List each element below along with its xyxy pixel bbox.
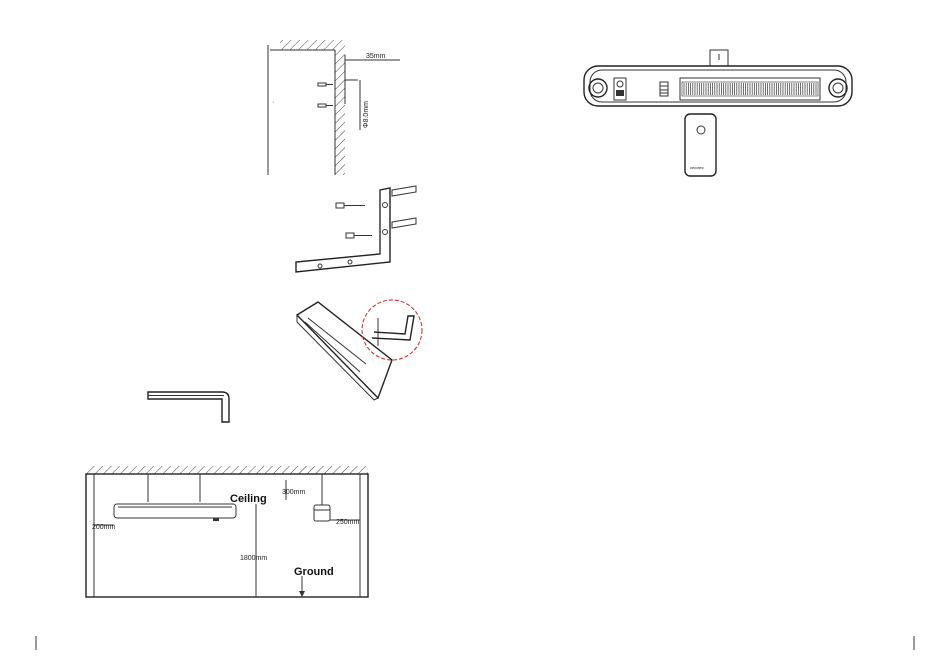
- ground-label: Ground: [294, 566, 334, 578]
- indicator-lights-icon: [660, 82, 668, 96]
- dim-top-clearance: 300mm: [282, 489, 306, 496]
- heater-attachment-diagram: [297, 300, 422, 400]
- svg-text:·: ·: [272, 99, 274, 106]
- control-panel-icon: [614, 78, 626, 100]
- installation-distance-diagram: 200mm 300mm 250mm 1800mm Ceiling Ground: [86, 466, 368, 597]
- wall-drilling-detail: 35mm Φ8.0mm ·: [268, 40, 400, 175]
- remote-brand-label: cecotec: [690, 165, 704, 170]
- heater-side-view: [314, 505, 330, 521]
- heating-grille: [680, 78, 820, 100]
- dim-hole-diameter: Φ8.0mm: [363, 101, 370, 128]
- dim-left-clearance: 200mm: [92, 524, 116, 531]
- heater-product-illustration: [584, 50, 852, 106]
- wall-anchor-icon: [392, 186, 416, 228]
- mounting-bracket-diagram: [296, 186, 416, 272]
- dim-35mm: 35mm: [366, 53, 386, 60]
- power-button-icon: [697, 126, 705, 134]
- heater-front-view: [114, 504, 236, 521]
- hex-key-icon: [148, 392, 229, 422]
- bolt-icon: [336, 203, 372, 238]
- dim-right-clearance: 250mm: [336, 519, 360, 526]
- ceiling-label: Ceiling: [230, 493, 267, 505]
- dim-floor-height: 1800mm: [240, 555, 267, 562]
- screw-icon: [318, 83, 333, 107]
- detail-callout-circle: [362, 300, 422, 360]
- remote-control: cecotec: [685, 114, 716, 176]
